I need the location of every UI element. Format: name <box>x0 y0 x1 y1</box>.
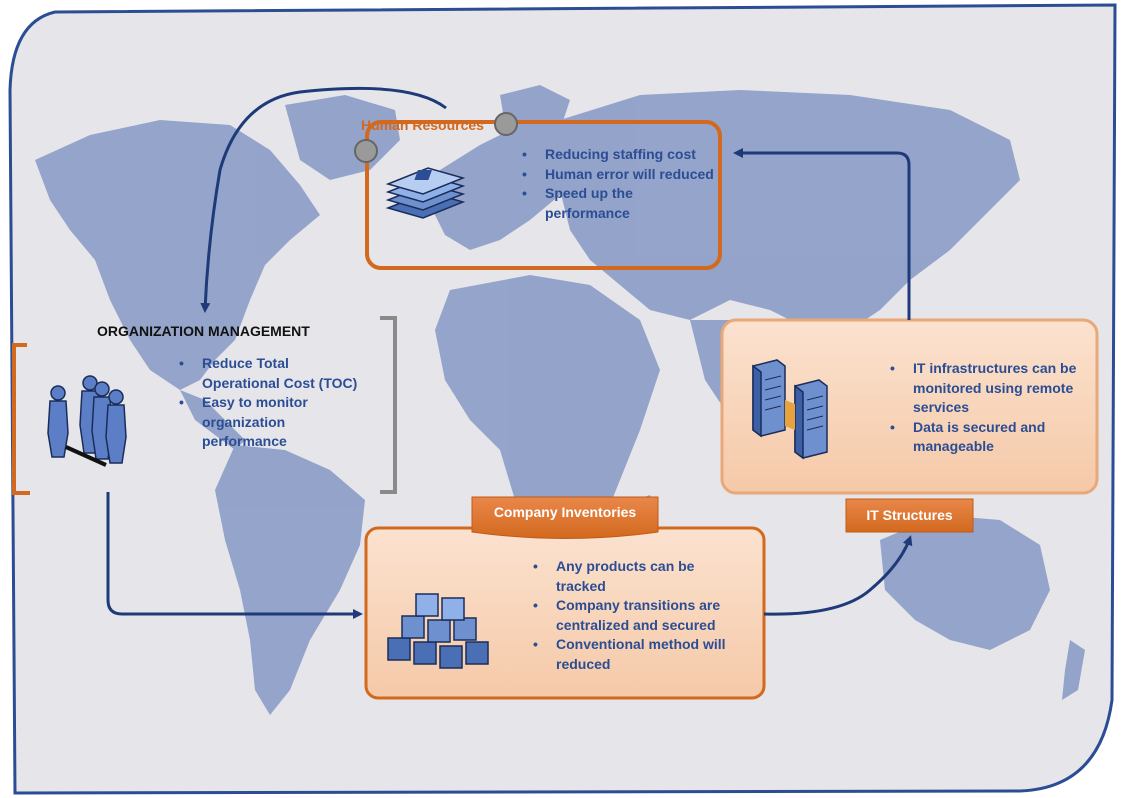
arrow-it-to-hr <box>733 148 911 320</box>
it-structures-list: IT infrastructures can be monitored usin… <box>888 359 1078 457</box>
people-icon <box>47 375 127 467</box>
boxes-icon <box>387 593 489 669</box>
organization-management-list: Reduce Total Operational Cost (TOC) Easy… <box>177 354 367 452</box>
arrow-hr-to-org <box>200 86 447 313</box>
hr-item: Human error will reduced <box>520 165 720 185</box>
org-bracket-right <box>380 316 397 494</box>
inventory-item: Conventional method will reduced <box>531 635 746 674</box>
hr-connector-dot-left <box>354 139 378 163</box>
inventory-item: Company transitions are centralized and … <box>531 596 746 635</box>
documents-icon <box>385 167 466 219</box>
it-structures-tab <box>845 498 974 533</box>
company-inventories-title: Company Inventories <box>493 504 637 520</box>
human-resources-list: Reducing staffing cost Human error will … <box>520 145 720 223</box>
arrow-inventories-to-it <box>763 535 913 616</box>
it-item: IT infrastructures can be monitored usin… <box>888 359 1078 418</box>
inventory-item: Any products can be tracked <box>531 557 746 596</box>
servers-icon <box>752 359 828 460</box>
company-inventories-list: Any products can be tracked Company tran… <box>531 557 746 674</box>
human-resources-box <box>365 120 722 270</box>
organization-management-title: ORGANIZATION MANAGEMENT <box>97 323 310 339</box>
it-structures-title: IT Structures <box>866 507 953 523</box>
company-inventories-tab <box>471 496 659 539</box>
org-item: Easy to monitor organization performance <box>177 393 367 452</box>
human-resources-title: Human Resources <box>361 117 484 133</box>
org-item: Reduce Total Operational Cost (TOC) <box>177 354 367 393</box>
hr-connector-dot-right <box>494 112 518 136</box>
hr-item: Speed up the performance <box>520 184 720 223</box>
hr-item: Reducing staffing cost <box>520 145 720 165</box>
arrow-org-to-inventories <box>106 492 363 619</box>
it-item: Data is secured and manageable <box>888 418 1078 457</box>
org-bracket-left <box>12 343 30 495</box>
